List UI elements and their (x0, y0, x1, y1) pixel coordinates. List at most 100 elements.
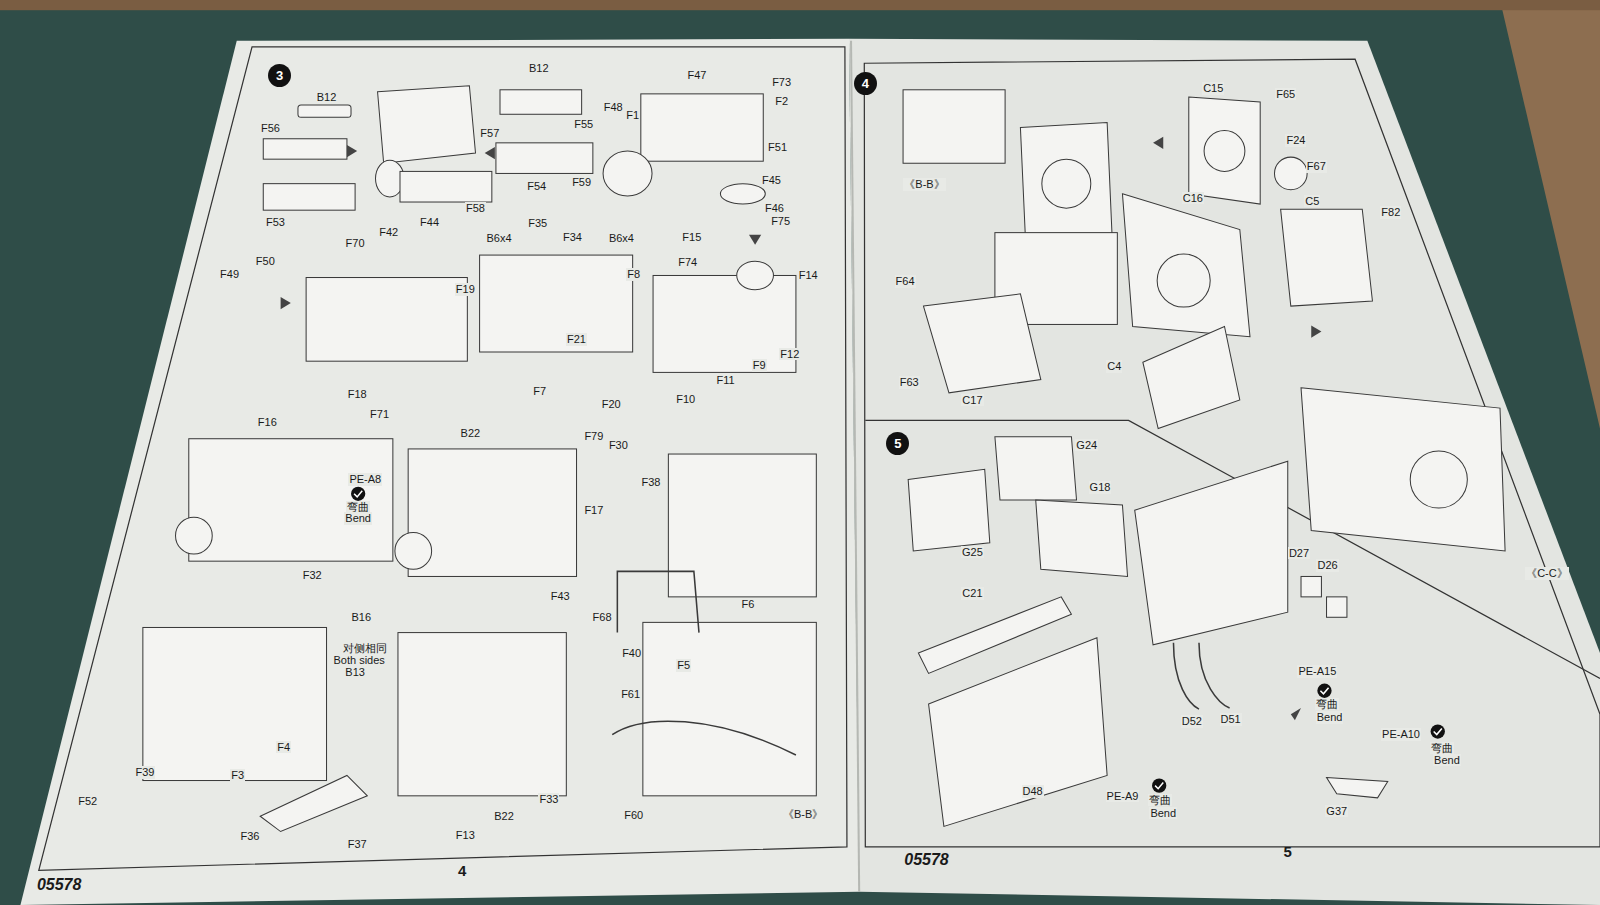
part-callout: F37 (347, 838, 368, 851)
part-callout: F12 (779, 348, 800, 361)
part-callout: F52 (77, 795, 98, 808)
part-callout: F44 (419, 216, 440, 229)
part-callout: F20 (601, 398, 622, 411)
part-callout: F8 (626, 268, 641, 281)
part-callout: F17 (583, 504, 604, 517)
part-callout: B6x4 (608, 232, 635, 245)
part-callout: F55 (573, 118, 594, 131)
part-callout: C21 (961, 587, 983, 600)
part-callout: B16 (350, 611, 372, 624)
part-callout: F73 (771, 76, 792, 89)
part-callout: B6x4 (485, 232, 512, 245)
part-callout: G37 (1325, 805, 1348, 818)
part-callout: B13 (344, 666, 366, 679)
part-callout: F48 (603, 101, 624, 114)
part-callout: F64 (895, 275, 916, 288)
part-callout: C17 (961, 394, 983, 407)
part-callout: Both sides (332, 654, 385, 667)
part-callout: F11 (715, 374, 735, 387)
part-callout: C5 (1304, 195, 1320, 208)
part-callout: F53 (265, 216, 286, 229)
part-callout: F4 (276, 741, 291, 754)
part-callout: F71 (369, 408, 390, 421)
part-callout: F46 (764, 202, 785, 215)
part-callout: F61 (620, 688, 641, 701)
part-callout: B22 (460, 427, 482, 440)
part-callout: F58 (465, 202, 486, 215)
part-callout: F18 (347, 388, 368, 401)
part-callout: G24 (1075, 439, 1098, 452)
part-callout: D27 (1288, 547, 1310, 560)
part-callout: F6 (741, 598, 756, 611)
part-callout: G25 (961, 546, 984, 559)
part-callout: F9 (752, 359, 767, 372)
part-callout: Bend (1149, 807, 1177, 820)
part-callout: F59 (571, 176, 592, 189)
part-callout: F15 (681, 231, 702, 244)
part-callout: F32 (302, 569, 323, 582)
part-callout: F14 (798, 269, 819, 282)
part-callout: 《C-C》 (1525, 567, 1569, 580)
part-callout: 弯曲 (1315, 698, 1339, 711)
part-callout: F38 (641, 476, 662, 489)
part-callout: G18 (1089, 481, 1112, 494)
step-number-text: 4 (862, 76, 869, 91)
part-callout: PE-A10 (1381, 728, 1421, 741)
part-callout: F63 (899, 376, 920, 389)
part-callout: F68 (592, 611, 613, 624)
part-callout: F10 (675, 393, 696, 406)
page-number: 5 (1283, 843, 1293, 860)
part-callout: F49 (219, 268, 240, 281)
part-callout: F19 (455, 283, 476, 296)
step-number: 3 (268, 64, 291, 87)
part-callout: B22 (493, 810, 515, 823)
part-callout: F60 (623, 809, 644, 822)
part-callout: 弯曲 (1148, 794, 1172, 807)
part-callout: F3 (230, 769, 245, 782)
part-callout: F74 (677, 256, 698, 269)
bend-icon (351, 487, 1445, 793)
part-callout: B12 (316, 91, 338, 104)
step-number-text: 3 (276, 68, 283, 83)
part-callout: F1 (625, 109, 640, 122)
part-callout: F75 (770, 215, 791, 228)
part-callout: F21 (566, 333, 587, 346)
part-callout: Bend (344, 512, 372, 525)
part-callout: F39 (134, 766, 155, 779)
part-callout: D26 (1316, 559, 1338, 572)
part-callout: PE-A8 (348, 473, 382, 486)
part-callout: F51 (767, 141, 788, 154)
part-callout: F24 (1285, 134, 1306, 147)
part-callout: F13 (455, 829, 476, 842)
part-callout: F54 (526, 180, 547, 193)
part-callout: F33 (538, 793, 559, 806)
part-callout: 弯曲 (1430, 742, 1454, 755)
part-callout: F42 (378, 226, 399, 239)
part-callout: F70 (345, 237, 366, 250)
part-callout: F36 (240, 830, 261, 843)
part-callout: F43 (550, 590, 571, 603)
part-callout: F2 (774, 95, 789, 108)
part-callout: C16 (1182, 192, 1204, 205)
part-callout: D51 (1220, 713, 1242, 726)
part-callout: C4 (1106, 360, 1122, 373)
part-callout: F57 (479, 127, 500, 140)
step-number: 4 (854, 72, 877, 95)
part-callout: F5 (676, 659, 691, 672)
part-callout: F67 (1306, 160, 1327, 173)
part-callout: D52 (1181, 715, 1203, 728)
part-callout: F45 (761, 174, 782, 187)
part-callout: Bend (1433, 754, 1461, 767)
part-callout: F82 (1380, 206, 1401, 219)
part-callout: Bend (1316, 711, 1344, 724)
part-callout: D48 (1022, 785, 1044, 798)
part-callout: 对侧相同 (342, 642, 388, 655)
part-callout: PE-A9 (1106, 790, 1140, 803)
part-callout: F34 (562, 231, 583, 244)
part-callout: B12 (528, 62, 550, 75)
page-number: 05578 (903, 851, 950, 869)
part-callout: F65 (1275, 88, 1296, 101)
part-callout: F16 (257, 416, 278, 429)
part-callout: F79 (583, 430, 604, 443)
